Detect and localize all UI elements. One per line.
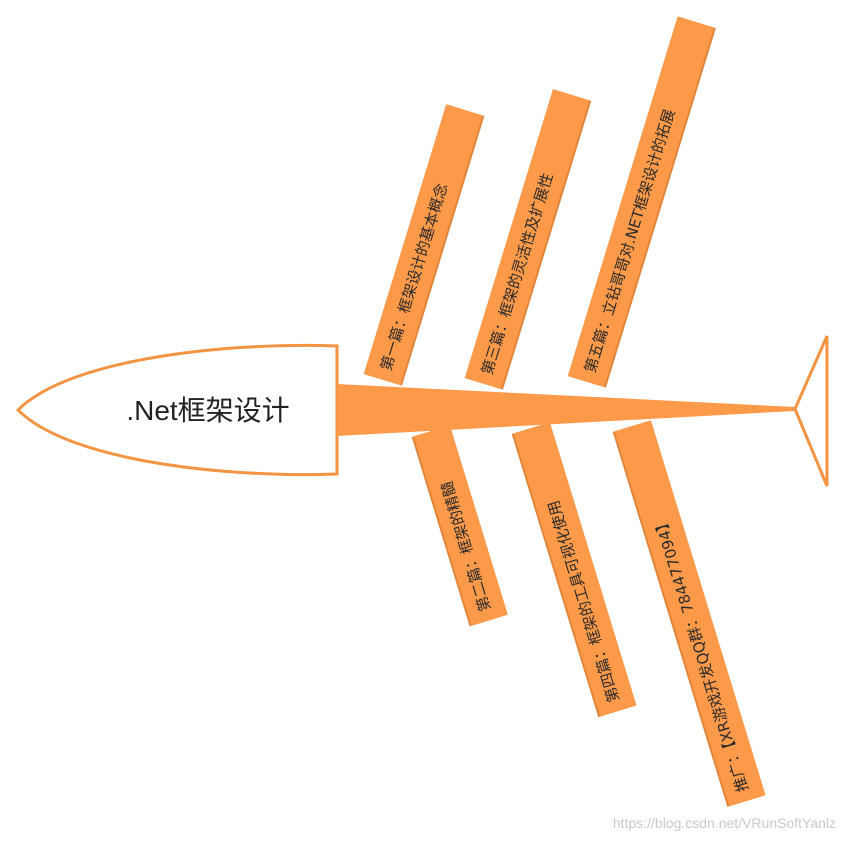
bone-bottom-1[interactable]: 第二篇：框架的精髓 (411, 425, 508, 627)
fish-tail (793, 335, 829, 487)
bone-bottom-2[interactable]: 第四篇：框架的工具可视化使用 (511, 422, 637, 718)
bone-top-2[interactable]: 第三篇：框架的灵活性及扩展性 (464, 89, 592, 390)
bone-top-1[interactable]: 第一篇：框架设计的基本概念 (363, 104, 485, 386)
fish-head[interactable] (15, 343, 339, 477)
watermark: https://blog.csdn.net/VRunSoftYanlz (613, 815, 836, 831)
bone-top-3-label: 第五篇：立钻哥哥对.NET框架设计的拓展 (581, 107, 679, 375)
bone-bottom-2-label: 第四篇：框架的工具可视化使用 (544, 498, 623, 704)
bone-top-2-label: 第三篇：框架的灵活性及扩展性 (478, 171, 557, 377)
bone-bottom-3[interactable]: 推广：【XR游戏开发QQ群：784477094】 (612, 420, 766, 807)
bone-bottom-3-label: 推广：【XR游戏开发QQ群：784477094】 (651, 514, 752, 794)
head-label: .Net框架设计 (126, 395, 289, 426)
spine (337, 384, 795, 436)
bone-top-3[interactable]: 第五篇：立钻哥哥对.NET框架设计的拓展 (567, 16, 716, 388)
